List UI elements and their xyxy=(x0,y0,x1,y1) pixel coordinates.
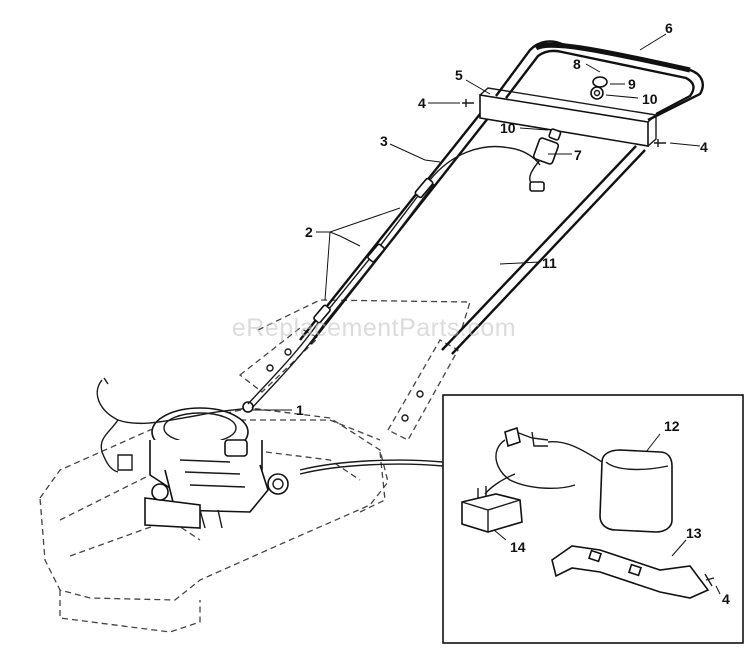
callout-5: 5 xyxy=(455,67,463,83)
callout-9: 9 xyxy=(628,76,636,92)
callout-10b: 10 xyxy=(500,120,516,136)
callout-10a: 10 xyxy=(642,91,658,107)
callout-1: 1 xyxy=(296,402,304,418)
callout-8: 8 xyxy=(573,56,581,72)
handle-crossbar xyxy=(479,87,658,147)
callout-7: 7 xyxy=(574,147,582,163)
callout-4b: 4 xyxy=(700,139,708,155)
leader-lines xyxy=(253,33,721,595)
wiring-harness xyxy=(96,377,254,473)
callout-3: 3 xyxy=(380,133,388,149)
engine xyxy=(144,407,289,529)
callout-6: 6 xyxy=(665,20,673,36)
watermark-text: eReplacementParts.com xyxy=(232,314,516,342)
charger-inset xyxy=(299,394,744,644)
callout-14: 14 xyxy=(510,539,526,555)
callout-13: 13 xyxy=(686,525,702,541)
callout-2: 2 xyxy=(305,224,313,240)
key-switch xyxy=(529,128,562,192)
screw-parts xyxy=(462,99,715,587)
switch-assembly xyxy=(590,76,608,100)
callout-12: 12 xyxy=(664,418,680,434)
callout-4c: 4 xyxy=(722,591,730,607)
handle-cable xyxy=(247,145,541,409)
upper-handle xyxy=(495,40,704,122)
lower-handle-brackets xyxy=(238,299,471,441)
callout-11: 11 xyxy=(542,255,557,271)
callout-4a: 4 xyxy=(418,95,426,111)
callouts: 1 2 3 4 4 4 5 6 7 8 9 10 10 11 12 13 14 xyxy=(296,20,730,607)
